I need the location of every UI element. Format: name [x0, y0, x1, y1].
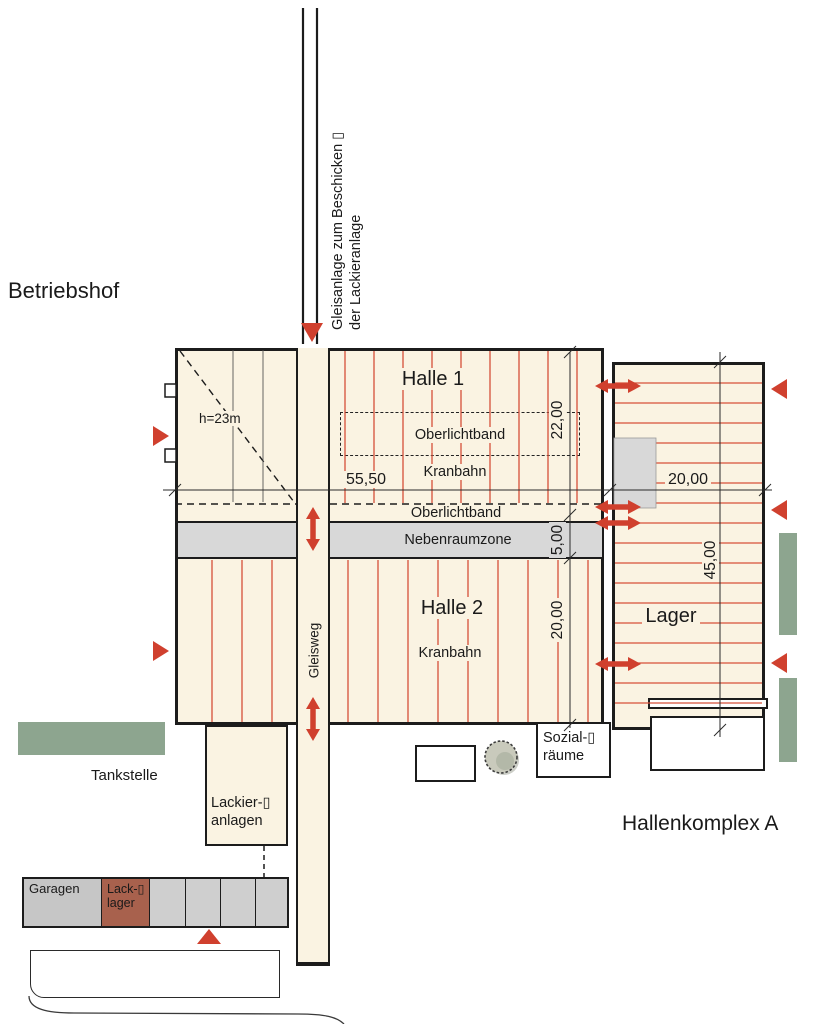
garage-cell-garagen: Garagen [24, 879, 102, 926]
lager-title: Lager [621, 604, 721, 629]
garage-cell-lacklager: Lack-▯ lager [102, 879, 150, 926]
oberlichtband-zone [340, 412, 580, 456]
lackieranlagen-label: Lackier-▯ anlagen [211, 794, 271, 830]
entry-arrow-halle2-west [153, 641, 169, 661]
gleisanlage-label: Gleisanlage zum Beschicken ▯ der Lackier… [329, 70, 365, 330]
nebenraumzone-left [178, 523, 296, 557]
dim-halle1-tiefe: 22,00 [548, 390, 566, 450]
hallenkomplex-a-label: Hallenkomplex A [622, 812, 779, 835]
dim-lager-laenge: 45,00 [701, 530, 719, 590]
entry-arrow-lager-east-3 [771, 653, 787, 673]
dim-nebenraum-tiefe: 5,00 [548, 515, 566, 565]
sozialraeume-label: Sozial-▯ räume [543, 729, 595, 765]
tankstelle-area [18, 722, 165, 755]
betriebshof-label: Betriebshof [8, 278, 120, 303]
garage-cell-3 [150, 879, 186, 926]
rail-down-arrow [301, 323, 323, 342]
road-curve [28, 995, 345, 1024]
lackieranlagen-area [205, 725, 288, 846]
green-strip-east-1 [779, 533, 797, 635]
entry-arrow-halle1-west [153, 426, 169, 446]
lager-area [612, 362, 765, 730]
entry-arrow-lager-east-1 [771, 379, 787, 399]
lacklager-label-2: lager [107, 896, 135, 911]
halle1-kranbahn-label: Kranbahn [400, 463, 510, 481]
height-note-label: h=23m [196, 411, 244, 428]
tankstelle-label: Tankstelle [91, 767, 158, 784]
rail-lines [301, 8, 319, 344]
garage-cell-6 [256, 879, 287, 926]
dim-lager-breite: 20,00 [648, 470, 728, 490]
tree-icon [484, 740, 519, 775]
garagen-label: Garagen [29, 881, 80, 896]
sozialraeume-label-1: Sozial-▯ [543, 730, 596, 746]
lackieranlagen-label-1: Lackier-▯ [211, 795, 271, 811]
nebenraumzone-label: Nebenraumzone [388, 531, 528, 549]
gleisweg-strip [296, 348, 330, 966]
yard-outline [30, 950, 280, 998]
halle1-title: Halle 1 [373, 367, 493, 392]
canopy-bar [648, 698, 768, 709]
green-strip-east-2 [779, 678, 797, 762]
entry-arrow-lager-east-2 [771, 500, 787, 520]
dim-halle2-tiefe: 20,00 [548, 590, 566, 650]
garage-cell-5 [221, 879, 256, 926]
halle2-kranbahn-label: Kranbahn [395, 644, 505, 662]
dim-halle1-breite: 55,50 [326, 470, 406, 490]
oberlichtband2-label: Oberlichtband [396, 504, 516, 522]
sozialraeume-label-2: räume [543, 748, 585, 765]
garage-cell-4 [186, 879, 221, 926]
lacklager-label-1: Lack-▯ [107, 882, 145, 896]
gleisanlage-label-line1: Gleisanlage zum Beschicken ▯ [330, 131, 346, 330]
garagen-row: Garagen Lack-▯ lager [22, 877, 289, 928]
halle1-oberlichtband-label: Oberlichtband [400, 426, 520, 444]
gleisanlage-label-line2: der Lackieranlage [348, 214, 364, 330]
small-building [415, 745, 476, 782]
entry-arrow-garagen [197, 929, 221, 944]
gleisweg-label: Gleisweg [306, 622, 322, 679]
lackieranlagen-label-2: anlagen [211, 813, 263, 830]
east-building [650, 716, 765, 771]
halle2-title: Halle 2 [392, 596, 512, 621]
